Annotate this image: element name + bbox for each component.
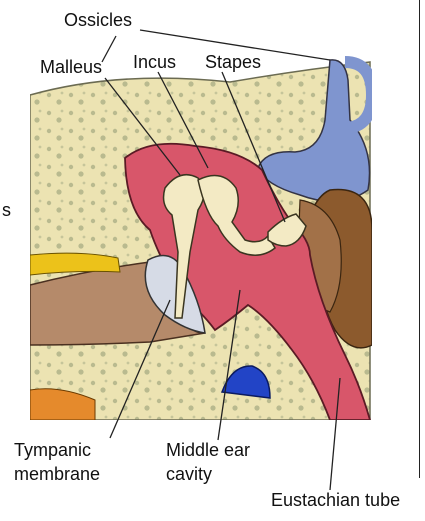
leader-ossicles	[102, 36, 116, 62]
label-tympanic-2: membrane	[14, 464, 100, 485]
label-malleus: Malleus	[40, 57, 102, 78]
cartilage-strip	[30, 253, 120, 275]
border-line	[419, 0, 420, 478]
label-middle-ear-1: Middle ear	[166, 440, 250, 461]
label-edge-fragment: s	[2, 200, 11, 221]
label-middle-ear-2: cavity	[166, 464, 212, 485]
label-eustachian: Eustachian tube	[271, 490, 400, 511]
label-incus: Incus	[133, 52, 176, 73]
label-tympanic-1: Tympanic	[14, 440, 91, 461]
label-stapes: Stapes	[205, 52, 261, 73]
label-ossicles: Ossicles	[64, 10, 132, 31]
